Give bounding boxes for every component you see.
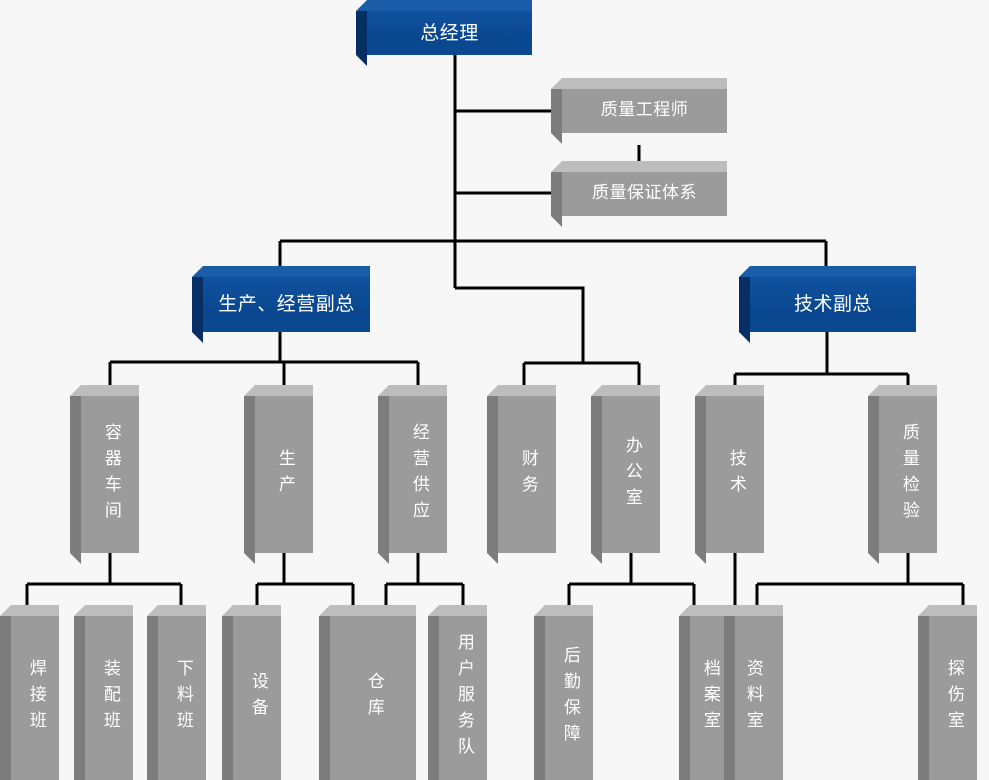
node-customer-service-team[interactable]: 用户服务队 (439, 616, 487, 780)
node-label: 生产、经营副总 (218, 293, 355, 316)
node-label: 容器车间 (100, 422, 121, 527)
node-equipment[interactable]: 设备 (233, 616, 281, 780)
node-label: 质量工程师 (600, 100, 689, 121)
node-office[interactable]: 办公室 (602, 396, 660, 553)
node-label: 技术 (725, 448, 746, 501)
node-vessel-workshop[interactable]: 容器车间 (81, 396, 139, 553)
node-quality-engineer[interactable]: 质量工程师 (562, 89, 727, 133)
node-warehouse[interactable]: 仓库 (330, 616, 416, 780)
node-technology[interactable]: 技术 (706, 396, 764, 553)
node-label: 财务 (517, 448, 538, 501)
node-logistics-support[interactable]: 后勤保障 (545, 616, 593, 780)
node-production[interactable]: 生产 (255, 396, 313, 553)
node-finance[interactable]: 财务 (498, 396, 556, 553)
node-label: 用户服务队 (453, 633, 474, 763)
node-flaw-detection-room[interactable]: 探伤室 (929, 616, 977, 780)
node-label: 设备 (247, 672, 268, 724)
node-technology-vp[interactable]: 技术副总 (750, 277, 916, 332)
node-general-manager[interactable]: 总经理 (367, 11, 532, 55)
node-label: 装配班 (99, 659, 120, 737)
node-operations-supply[interactable]: 经营供应 (389, 396, 447, 553)
node-assembly-team[interactable]: 装配班 (85, 616, 133, 780)
node-quality-assurance-system[interactable]: 质量保证体系 (562, 172, 727, 216)
node-label: 下料班 (172, 659, 193, 737)
node-label: 办公室 (621, 435, 642, 514)
node-label: 质量检验 (898, 422, 919, 527)
node-label: 焊接班 (25, 659, 46, 737)
node-label: 总经理 (420, 21, 479, 44)
node-label: 后勤保障 (559, 646, 580, 750)
node-label: 经营供应 (408, 422, 429, 527)
node-label: 技术副总 (793, 293, 872, 316)
node-production-operations-vp[interactable]: 生产、经营副总 (203, 277, 370, 332)
node-quality-inspection[interactable]: 质量检验 (879, 396, 937, 553)
node-label: 质量保证体系 (592, 183, 697, 204)
node-label: 仓库 (363, 672, 384, 724)
node-label: 资料室 (742, 659, 763, 737)
node-label: 生产 (274, 448, 295, 501)
node-welding-team[interactable]: 焊接班 (11, 616, 59, 780)
node-document-room[interactable]: 资料室 (735, 616, 783, 780)
node-label: 档案室 (699, 659, 720, 737)
node-label: 探伤室 (943, 659, 964, 737)
node-cutting-team[interactable]: 下料班 (158, 616, 206, 780)
